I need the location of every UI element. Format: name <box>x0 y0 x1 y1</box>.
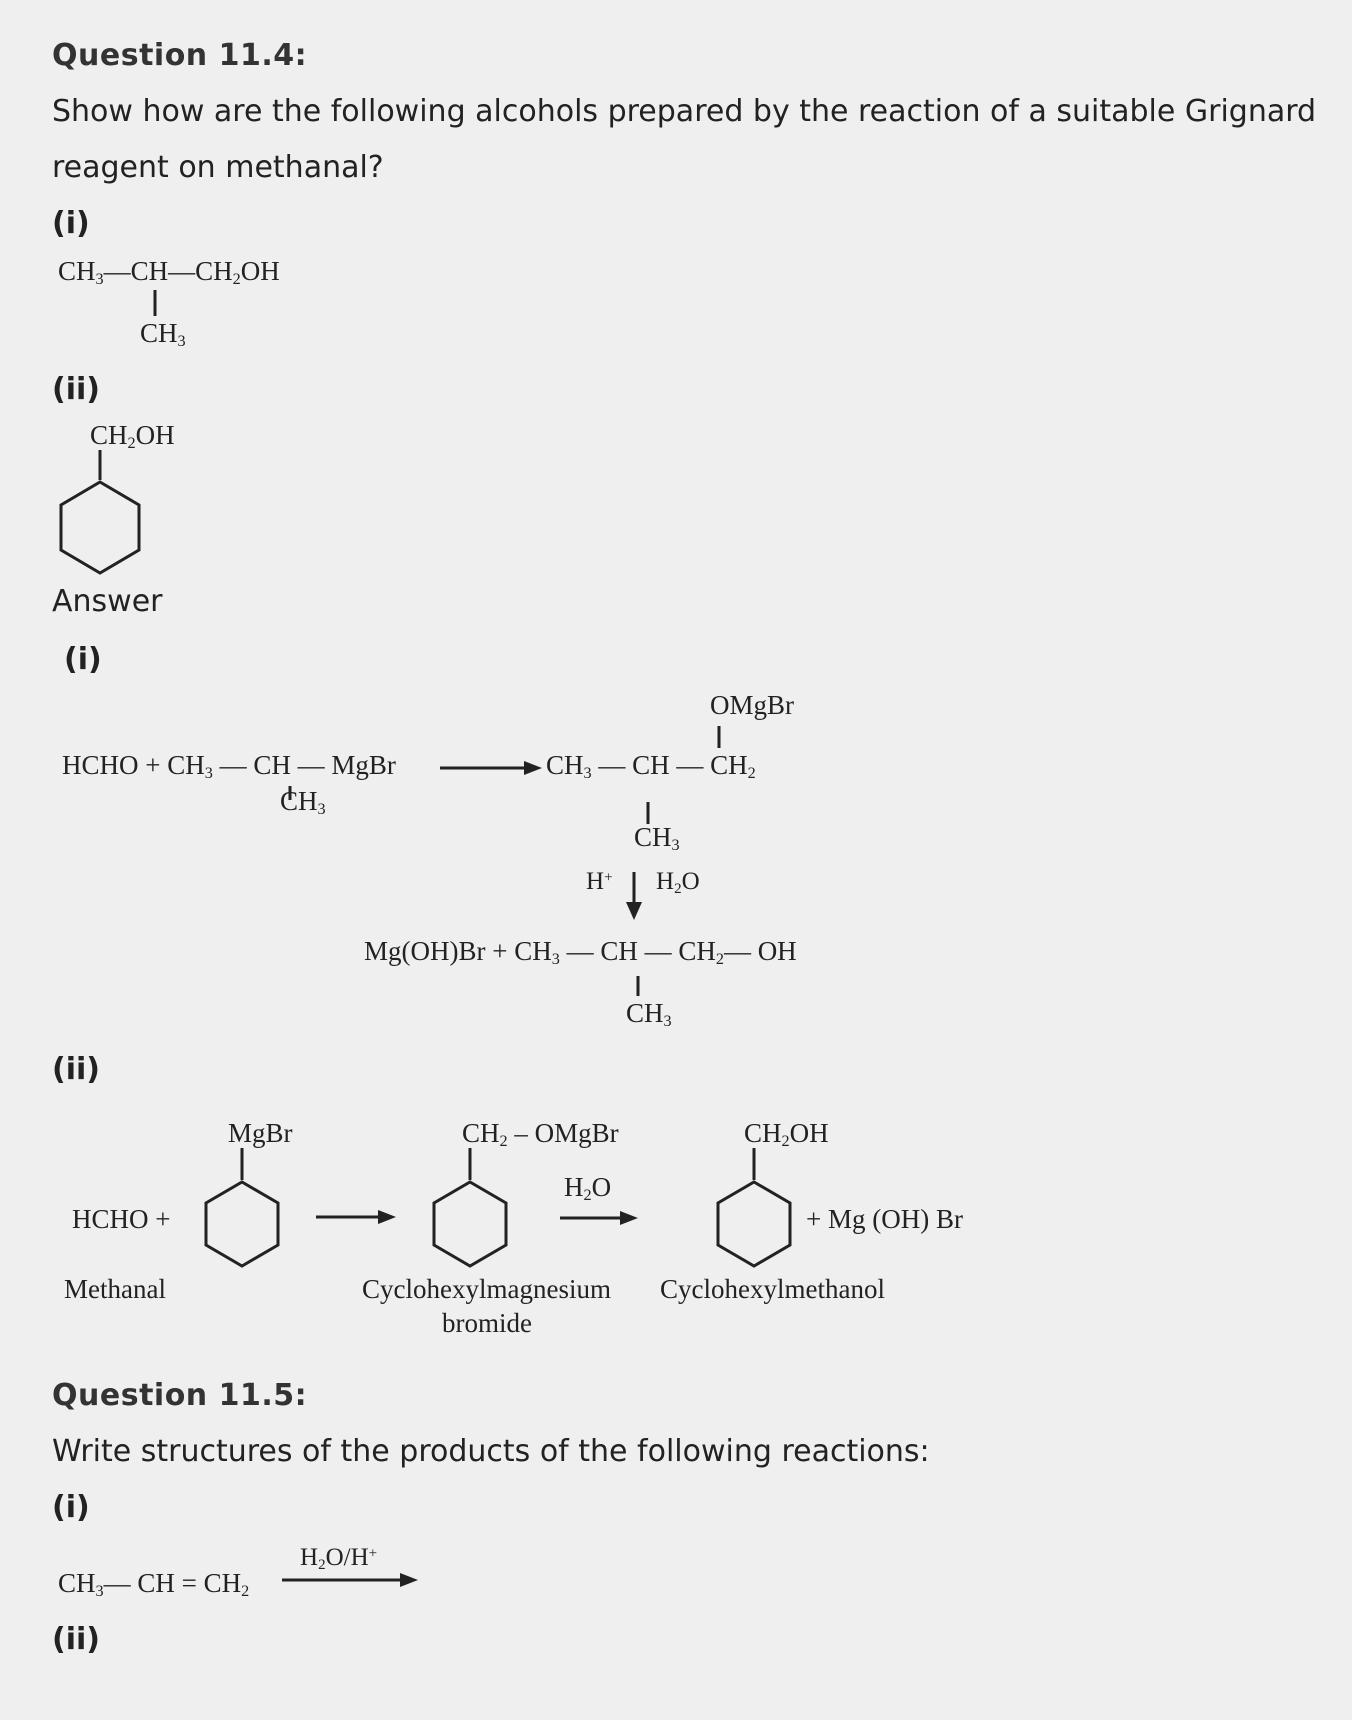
reaction-i-products: Mg(OH)Br + CH3 — CH — CH2— OH <box>364 936 797 969</box>
reaction-i-product-branch: CH3 <box>626 998 672 1031</box>
reaction-ii-arrow2-head <box>620 1211 638 1225</box>
reaction-ii-ch2omgbr: CH2 – OMgBr <box>462 1118 619 1151</box>
q5-reactant: CH3— CH = CH2 <box>58 1568 250 1601</box>
intermediate-label-line1: Cyclohexylmagnesium <box>362 1274 611 1304</box>
reaction-ii-hcho: HCHO + <box>72 1204 171 1234</box>
reaction-i-arrow-head <box>524 761 542 775</box>
reaction-i-intermediate-branch: CH3 <box>634 822 680 855</box>
answer-part-i-label: (i) <box>64 642 102 677</box>
reaction-ii-byproduct: + Mg (OH) Br <box>806 1204 963 1234</box>
question-11-4-text-line1: Show how are the following alcohols prep… <box>52 94 1317 129</box>
q4-structure-i: CH3—CH—CH2OH <box>58 256 280 289</box>
methanal-label: Methanal <box>64 1274 166 1304</box>
hydrolysis-arrow-head <box>626 902 642 920</box>
answer-part-ii-label: (ii) <box>52 1052 100 1087</box>
q4-part-i-label: (i) <box>52 206 90 241</box>
reaction-ii-arrow1-head <box>378 1210 396 1224</box>
hydrolysis-h2o: H2O <box>656 868 700 897</box>
q5-part-ii-label: (ii) <box>52 1622 100 1657</box>
q5-reagent: H2O/H+ <box>300 1544 378 1573</box>
ring3-cyclohexane <box>716 1180 792 1268</box>
question-11-5-text: Write structures of the products of the … <box>52 1434 930 1469</box>
question-11-5-heading: Question 11.5: <box>52 1378 308 1413</box>
reaction-ii-h2o: H2O <box>564 1172 612 1205</box>
q4-structure-i-branch: CH3 <box>140 318 186 351</box>
q5-part-i-label: (i) <box>52 1490 90 1525</box>
intermediate-label-line2: bromide <box>442 1308 532 1338</box>
q4-ii-cyclohexane-ring <box>59 480 141 575</box>
question-11-4-heading: Question 11.4: <box>52 38 308 73</box>
reaction-ii-mgbr: MgBr <box>228 1118 293 1148</box>
q4-structure-ii-ch2oh: CH2OH <box>90 420 175 453</box>
ring1-cyclohexane <box>204 1180 280 1268</box>
reaction-i-omgbr: OMgBr <box>710 690 795 720</box>
product-label: Cyclohexylmethanol <box>660 1274 885 1304</box>
q4-part-ii-label: (ii) <box>52 372 100 407</box>
hydrolysis-h-plus: H+ <box>586 868 613 895</box>
answer-heading: Answer <box>52 584 163 619</box>
ring2-cyclohexane <box>432 1180 508 1268</box>
q5-arrow-head <box>400 1573 418 1587</box>
question-11-4-text-line2: reagent on methanal? <box>52 150 384 185</box>
reaction-i-reactants: HCHO + CH3 — CH — MgBr <box>62 750 396 783</box>
reaction-ii-ch2oh: CH2OH <box>744 1118 829 1151</box>
reaction-i-intermediate: CH3 — CH — CH2 <box>546 750 756 783</box>
reaction-i-reactant-branch: CH3 <box>280 786 326 819</box>
